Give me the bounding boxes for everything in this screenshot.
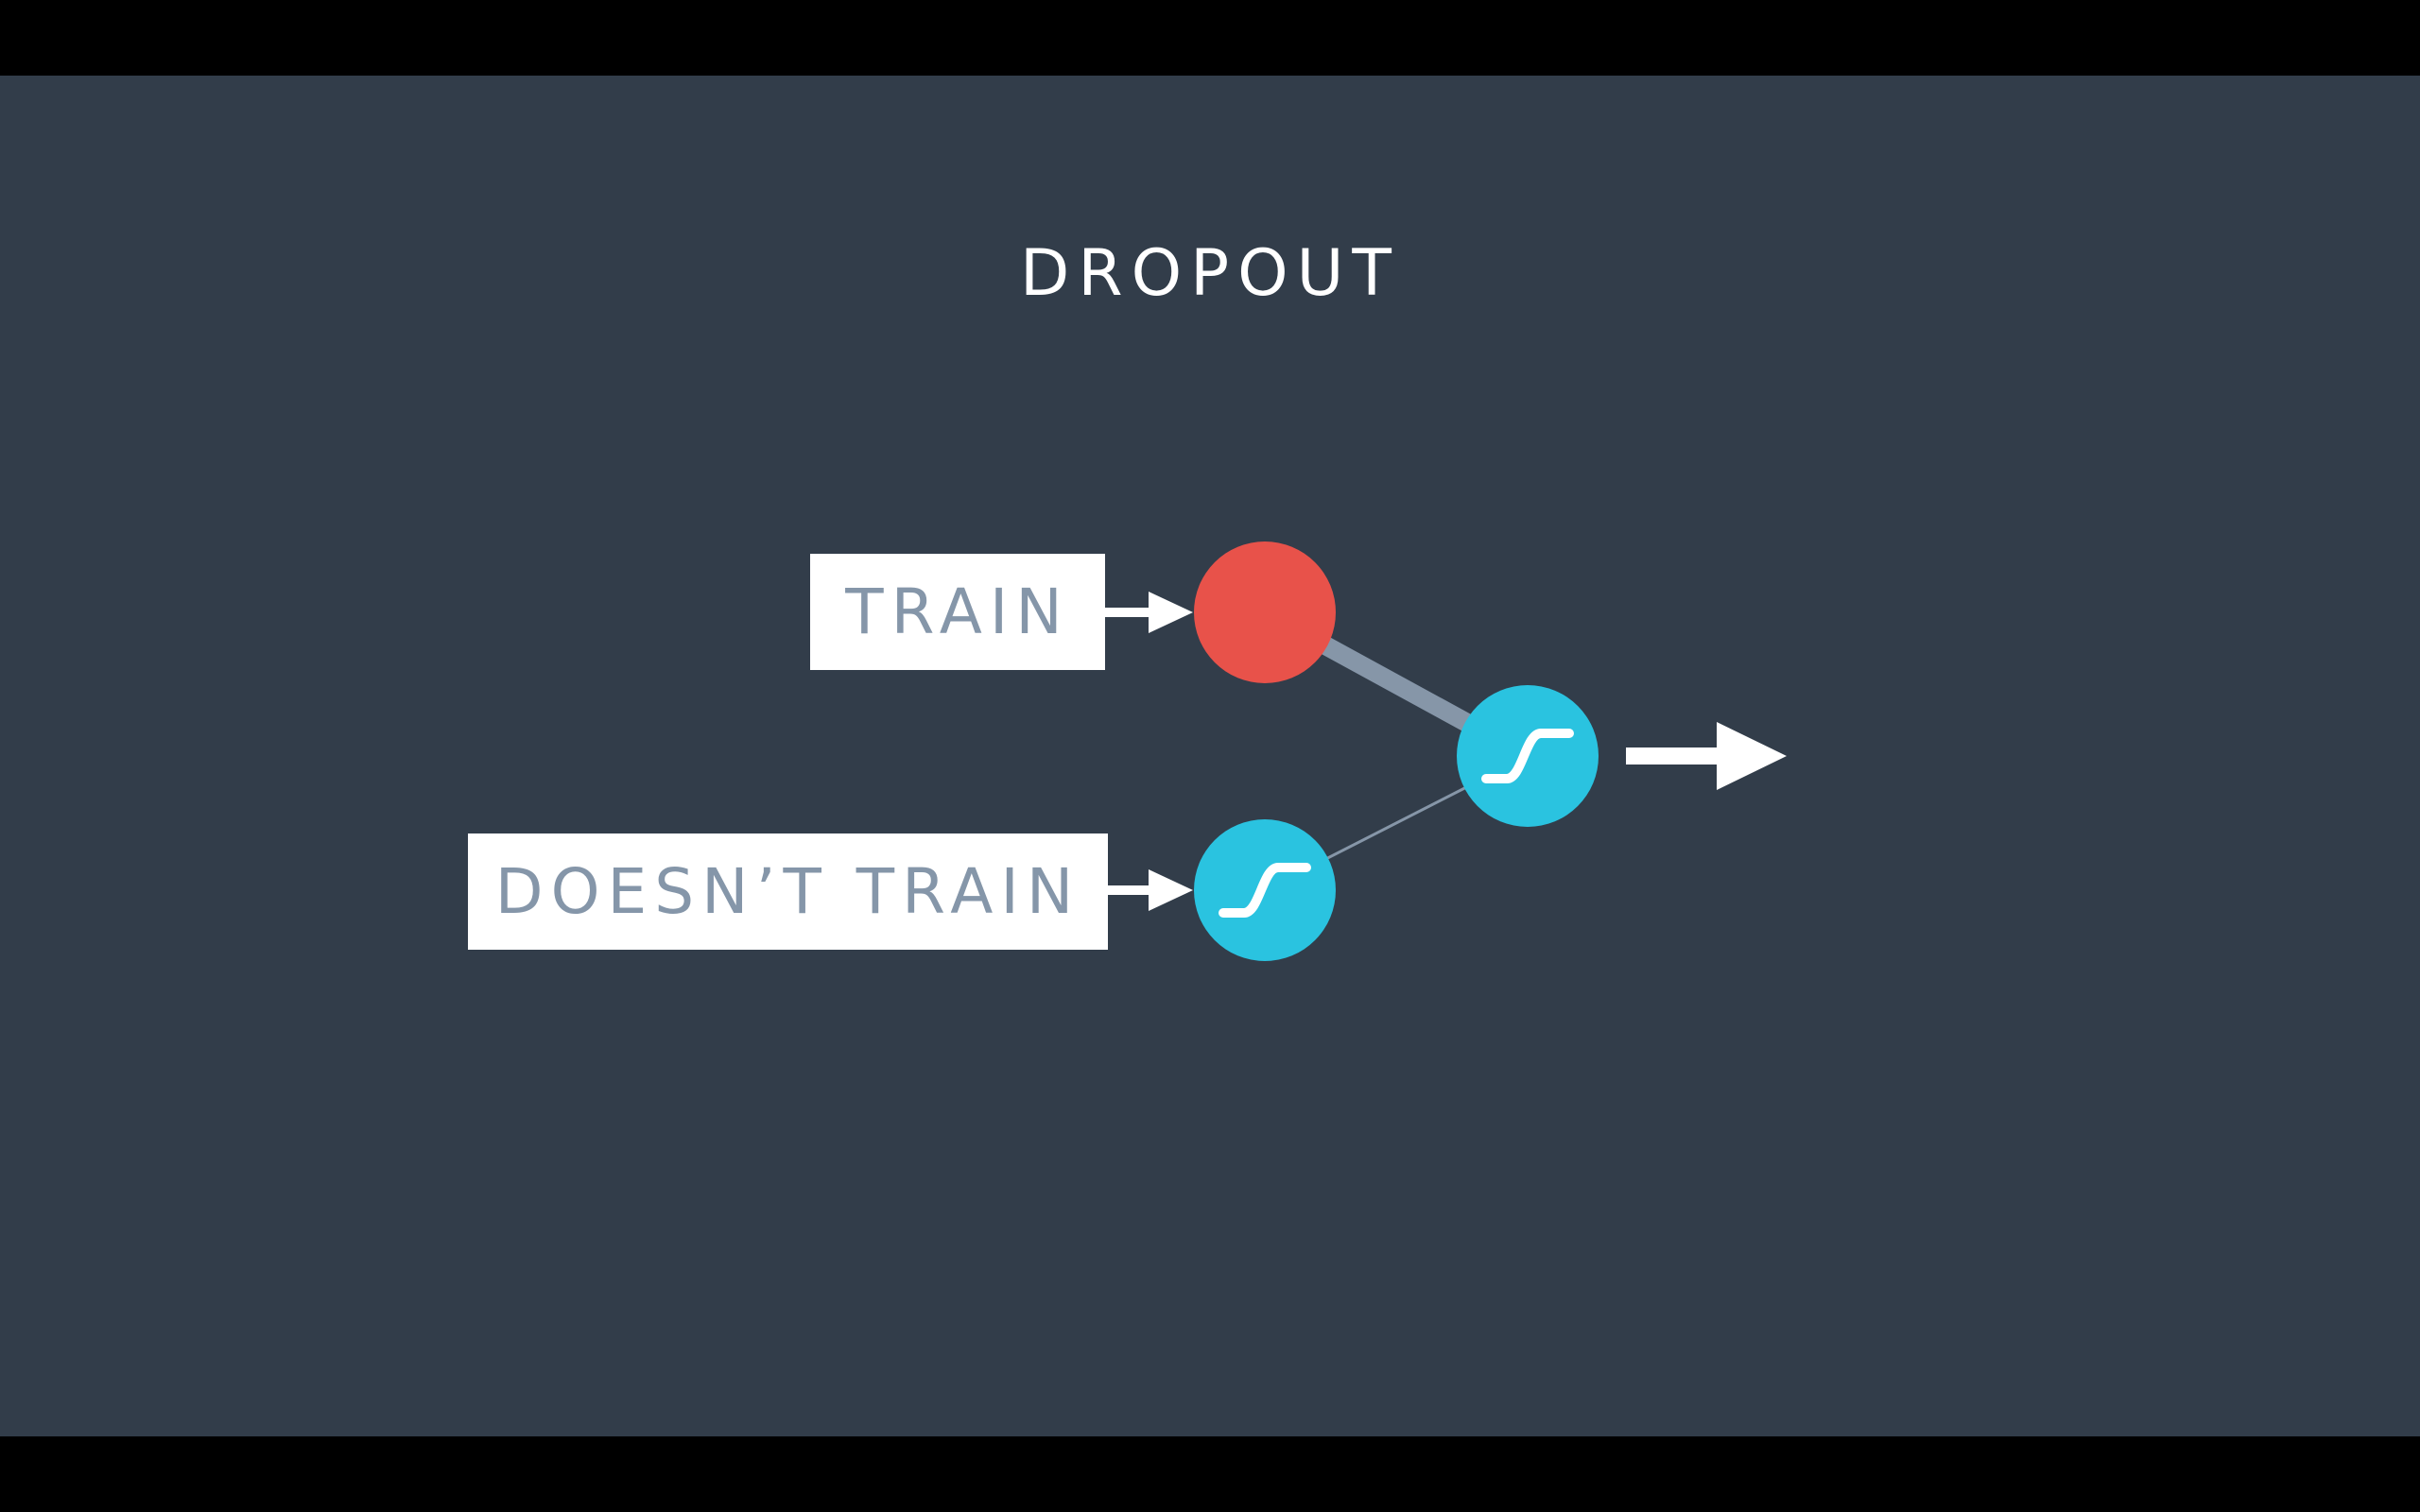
- train-label-box: TRAIN: [810, 554, 1105, 670]
- sigmoid-icon: [1219, 863, 1311, 918]
- letterbox-bottom: [0, 1436, 2420, 1512]
- output-node: [1457, 685, 1599, 827]
- sigmoid-icon: [1481, 729, 1574, 783]
- doesnt-train-label: DOESN’T TRAIN: [494, 855, 1081, 928]
- active-input-node: [1194, 819, 1336, 961]
- slide-title: DROPOUT: [1020, 236, 1400, 311]
- doesnt-train-label-box: DOESN’T TRAIN: [468, 833, 1108, 950]
- dropped-node: [1194, 541, 1336, 683]
- arrow-right-icon: [1108, 869, 1193, 911]
- letterbox-top: [0, 0, 2420, 76]
- slide: [0, 76, 2420, 1436]
- output-arrow-icon: [1626, 722, 1787, 790]
- train-label: TRAIN: [845, 576, 1070, 648]
- arrow-right-icon: [1105, 592, 1193, 633]
